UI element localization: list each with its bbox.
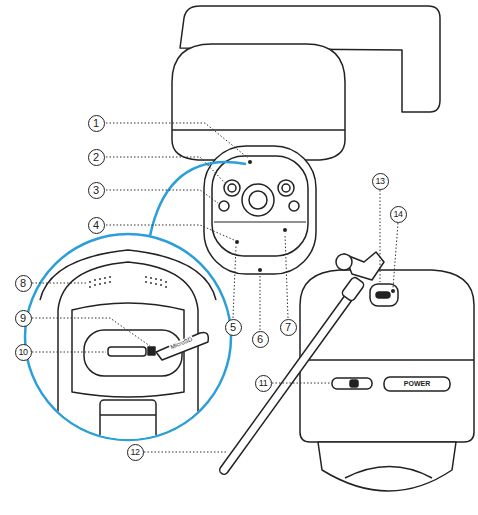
callout-number: 8 [15,275,32,292]
callout-number: 11 [255,375,272,392]
callout-number: 10 [15,344,32,361]
callout-number: 13 [372,173,389,190]
callout-number: 4 [88,217,105,234]
callout-number: 3 [88,182,105,199]
button-label: POWER [404,380,430,388]
callout-number: 5 [225,319,242,336]
callout-number: 1 [88,115,105,132]
callout-number: 9 [15,310,32,327]
callout-number: 12 [127,444,144,461]
callout-number: 14 [390,206,407,223]
callout-number: 6 [252,331,269,348]
callout-number: 7 [280,319,297,336]
callout-number: 2 [88,149,105,166]
